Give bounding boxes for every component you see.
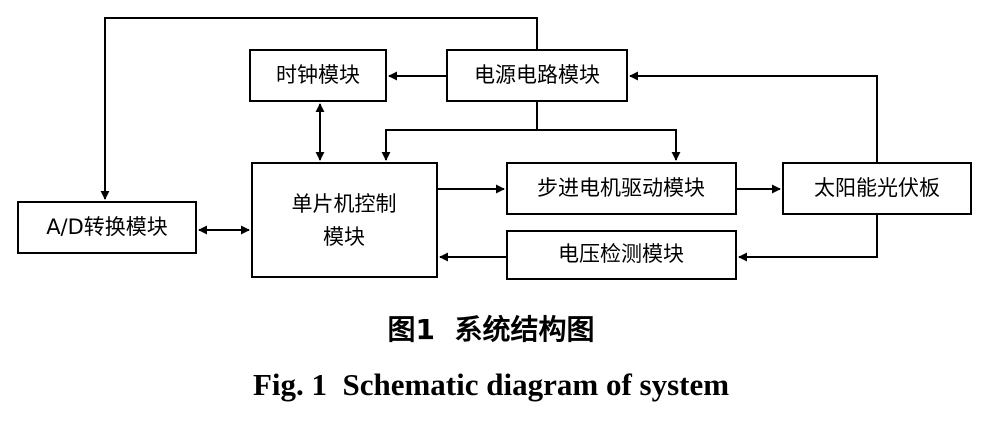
arrow-power-to-ad — [100, 17, 538, 200]
solar-panel-box — [782, 162, 972, 215]
power-module-label: 电源电路模块 — [474, 63, 600, 87]
mcu-module-label-line1: 单片机控制 — [292, 192, 397, 216]
clock-module-label: 时钟模块 — [276, 63, 360, 87]
clock-module-box — [249, 49, 387, 102]
voltage-detect-box — [506, 230, 737, 280]
stepper-driver-box — [506, 162, 737, 215]
ad-converter-label: A/D转换模块 — [46, 215, 168, 239]
stepper-driver-label: 步进电机驱动模块 — [537, 176, 705, 200]
arrow-solar-to-voltage — [738, 214, 878, 262]
caption-english: Fig. 1 Schematic diagram of system — [253, 367, 729, 402]
mcu-module-box — [251, 162, 438, 278]
arrow-power-to-stepper — [537, 129, 681, 161]
solar-panel-label: 太阳能光伏板 — [814, 176, 940, 200]
caption-chinese: 图1 系统结构图 — [388, 313, 595, 346]
voltage-detect-label: 电压检测模块 — [558, 242, 684, 266]
power-module-box — [446, 49, 628, 102]
arrow-power-to-mcu — [381, 129, 537, 161]
ad-converter-box — [17, 201, 197, 254]
mcu-module-label-line2: 模块 — [323, 225, 365, 249]
arrow-solar-to-power — [629, 71, 878, 163]
